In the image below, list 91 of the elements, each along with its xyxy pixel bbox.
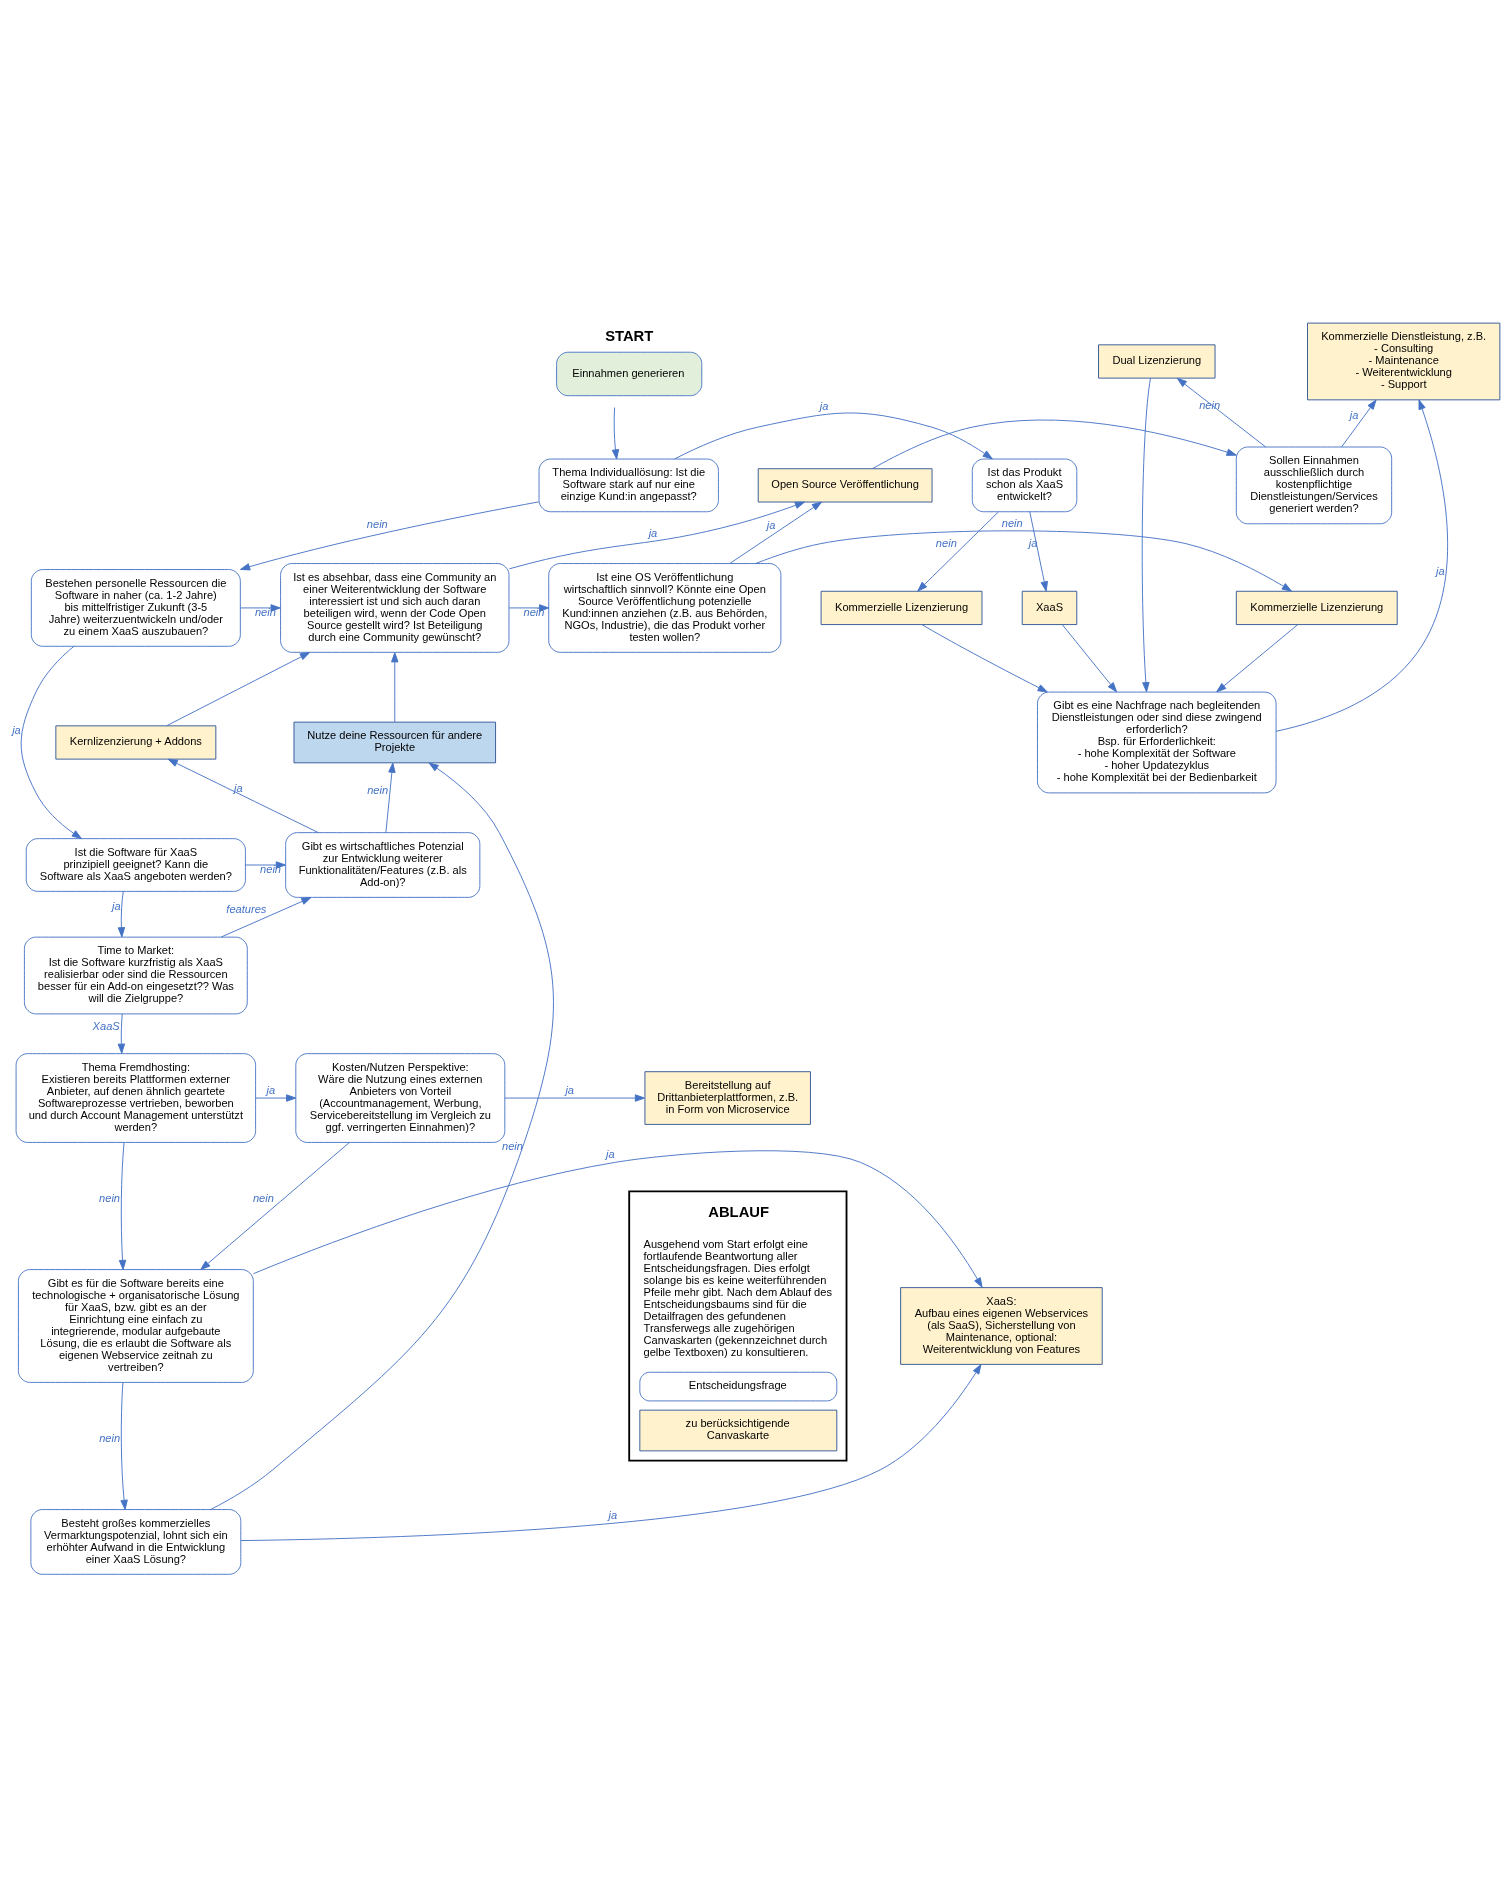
edge-label: ja: [1436, 565, 1445, 578]
edge-label: ja: [606, 1148, 615, 1161]
arrow: [917, 511, 999, 592]
arrow: [240, 604, 281, 612]
edge-label: ja: [766, 518, 776, 531]
node-box: Bereitstellung auf Drittanbieterplattformen, z.B. in Form von Microservice: [644, 1071, 811, 1125]
node-box: XaaS: [1021, 590, 1078, 626]
edge-label: nein: [935, 537, 957, 550]
node-box: Kosten/Nutzen Perspektive: Wäre die Nutzung eines externen Anbieters von Vorteil (Accountmanagement, Werbung, Servicebereitstellung im Vergleich zu ggf. verringerten Einnahmen)?: [295, 1053, 506, 1143]
node-box: Ist es absehbar, dass eine Community an einer Weiterentwicklung der Software interessiert ist und sich auch daran beteiligen wird, wenn der Code Open Source gestellt wird? Ist Beteiligung durch eine Community gewünscht?: [280, 563, 510, 653]
arrow: [117, 890, 126, 938]
edge-label: ja: [12, 723, 21, 736]
label: ABLAUF: [708, 1203, 770, 1220]
edge-label: nein: [366, 517, 388, 530]
arrow: [921, 624, 1048, 693]
arrow: [508, 604, 550, 612]
node-box: Thema Fremdhosting: Existieren bereits Plattformen externer Anbieter, auf denen ähnlich geartete Softwareprozesse vertrieben, beworben und durch Account Management unterstützt werden?: [15, 1053, 257, 1143]
edge-label: nein: [99, 1431, 121, 1444]
node-box: Kommerzielle Lizenzierung: [1235, 590, 1398, 626]
arrow: [240, 1364, 982, 1542]
arrow: [872, 419, 1237, 470]
node-box: Gibt es für die Software bereits eine technologische + organisatorische Lösung für XaaS, bzw. gibt es an der Einrichtung eine einfach zu integrierende, modular aufgebaute Lösung, die es erlaubt die Software als eigenen Webservice zeitnah zu vertreiben?: [17, 1269, 254, 1383]
edge-label: ja: [1349, 409, 1359, 422]
legend-label: Entscheidungsfrage: [688, 1379, 787, 1392]
edge-label: ja: [565, 1083, 575, 1096]
node-box: Kommerzielle Lizenzierung: [820, 590, 983, 626]
arrow: [220, 897, 312, 938]
node-box: Open Source Veröffentlichung: [757, 468, 933, 503]
arrow: [255, 1094, 297, 1102]
arrow: [210, 762, 554, 1510]
arrow: [118, 1142, 127, 1271]
arrow: [611, 407, 620, 460]
label: Ausgehend vom Start erfolgt eine fortlaufende Beantwortung aller Entscheidungsfragen. Dies erfolgt solange bis es keine weiterführenden Pfeile mehr gibt. Nach dem Ablauf des Entscheidungsbaums sind für die Detailfragen des gefundenen Transferwegs alle zugehörigen Canvaskarten (gekennzeichnet durch gelbe Textboxen) zu konsultieren.: [643, 1237, 832, 1359]
arrow: [1141, 377, 1151, 693]
edge-label: ja: [819, 400, 829, 412]
arrow: [729, 501, 822, 564]
arrow: [253, 1150, 983, 1288]
arrow: [391, 652, 399, 723]
node-box: Thema Individuallösung: Ist die Software stark auf nur eine einzige Kund:in angepasst?: [538, 458, 719, 513]
arrow: [1216, 624, 1299, 693]
node-box: Time to Market: Ist die Software kurzfristig als XaaS realisierbar oder sind die Ressourcen besser für ein Add-on eingesetzt?? Was will die Zielgruppe?: [23, 936, 248, 1015]
edge-label: XaaS: [92, 1019, 120, 1032]
edge-label: nein: [252, 1191, 274, 1204]
arrow: [508, 501, 805, 570]
arrow: [167, 758, 319, 834]
arrow: [239, 501, 540, 571]
edge-label: nein: [99, 1191, 121, 1204]
node-box: Nutze deine Ressourcen für andere Projekte: [293, 721, 497, 764]
edge-label: ja: [112, 900, 121, 913]
edge-label: nein: [502, 1140, 523, 1153]
edge-label: nein: [367, 783, 389, 796]
node-label: START: [605, 327, 654, 344]
edge-label: nein: [254, 605, 276, 618]
edge-label: ja: [234, 781, 243, 794]
edge-label: features: [226, 903, 267, 916]
arrow: [245, 861, 286, 869]
node-box: Kommerzielle Dienstleistung, z.B. - Consulting - Maintenance - Weiterentwicklung - Support: [1307, 322, 1501, 401]
node-box: Bestehen personelle Ressourcen die Software in naher (ca. 1-2 Jahre) bis mittelfristiger Zukunft (3-5 Jahre) weiterzuentwickeln und/oder zu einem XaaS auszubauen?: [30, 569, 241, 647]
arrow: [1341, 399, 1377, 448]
edge-label: nein: [1001, 516, 1023, 529]
edge-label: nein: [260, 862, 282, 875]
arrow: [1176, 377, 1267, 448]
edge-label: ja: [1028, 537, 1038, 550]
edge-label: ja: [608, 1508, 618, 1521]
arrow: [1029, 511, 1048, 592]
node-box: Ist die Software für XaaS prinzipiell geeignet? Kann die Software als XaaS angeboten werden?: [25, 838, 246, 892]
edge-label: nein: [1199, 398, 1221, 411]
node-box: Dual Lizenzierung: [1098, 344, 1216, 379]
edge-label: nein: [523, 605, 545, 618]
legend-label: zu berücksichtigende Canvaskarte: [685, 1417, 790, 1442]
edge-label: ja: [648, 526, 658, 539]
node-box: Gibt es eine Nachfrage nach begleitenden Dienstleistungen oder sind diese zwingend erforderlich? Bsp. für Erforderlichkeit: - hohe Komplexität der Software - hoher Updatezyklus - hohe Komplexität bei der Bedienbarkeit: [1037, 691, 1277, 794]
arrow: [385, 762, 396, 833]
arrow: [1275, 399, 1449, 732]
arrow: [674, 412, 993, 460]
node-box: Kernlizenzierung + Addons: [55, 725, 217, 760]
arrow: [117, 1013, 126, 1054]
edge-label: ja: [266, 1083, 276, 1096]
node-box: Gibt es wirtschaftliches Potenzial zur Entwicklung weiterer Funktionalitäten/Features (z.B. als Add-on)?: [285, 832, 481, 898]
node-box: Ist eine OS Veröffentlichung wirtschaftlich sinnvoll? Könnte eine Open Source Veröffentlichung potenzielle Kund:innen anziehen (z.B. aus Behörden, NGOs, Industrie), die das Produkt vorher testen wollen?: [548, 563, 782, 653]
node-box: XaaS: Aufbau eines eigenen Webservices (als SaaS), Sicherstellung von Maintenance, optional: Weiterentwicklung von Features: [900, 1287, 1103, 1365]
arrow: [755, 530, 1292, 592]
arrow: [166, 652, 311, 727]
arrow: [20, 645, 82, 840]
arrow: [1061, 624, 1118, 693]
node-box: Besteht großes kommerzielles Vermarktungspotenzial, lohnt sich ein erhöhter Aufwand in die Entwicklung einer XaaS Lösung?: [30, 1509, 242, 1575]
node-box: Sollen Einnahmen ausschließlich durch kostenpflichtige Dienstleistungen/Services generiert werden?: [1235, 446, 1393, 525]
arrow: [504, 1094, 645, 1102]
node-box: Ist das Produkt schon als XaaS entwickelt?: [971, 458, 1078, 513]
arrow: [200, 1142, 350, 1271]
arrow: [120, 1382, 128, 1510]
